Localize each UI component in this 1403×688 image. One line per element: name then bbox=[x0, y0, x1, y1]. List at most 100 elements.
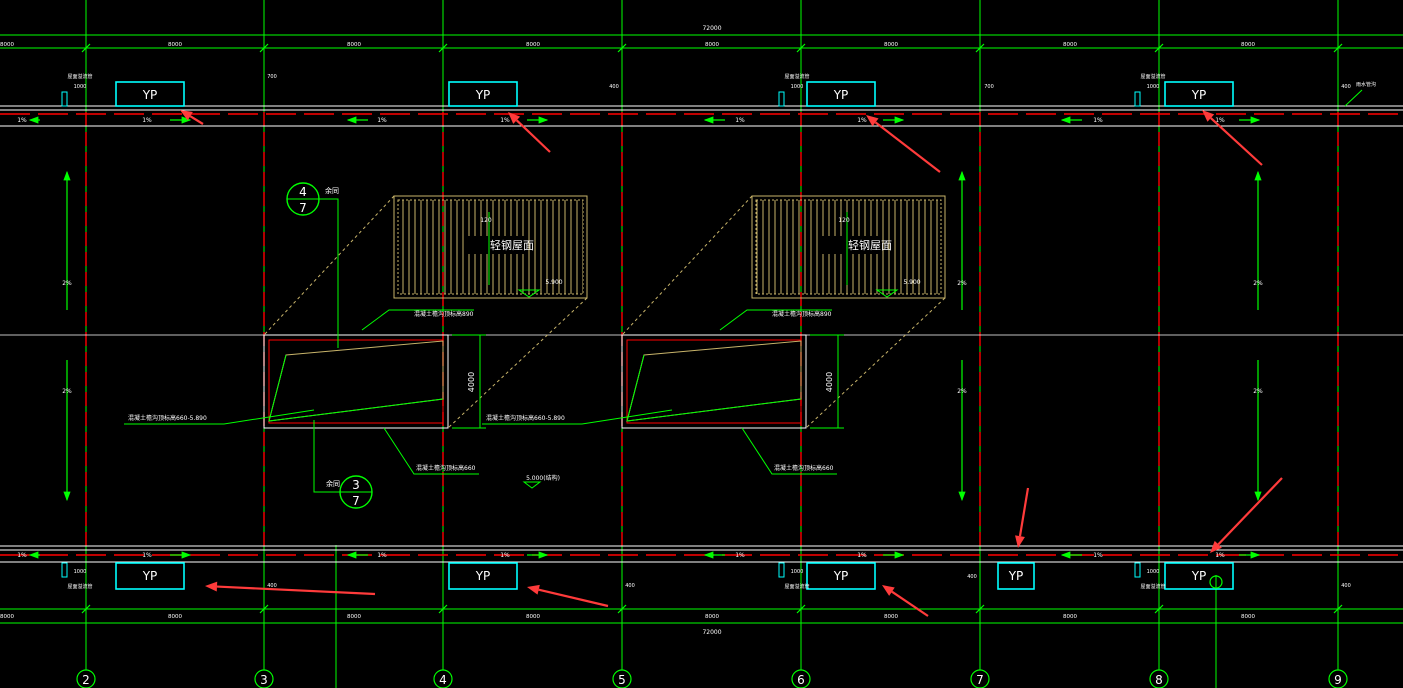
overflow-note: 屋面溢流管 bbox=[67, 73, 92, 80]
gutter-box-outer bbox=[621, 334, 807, 429]
gutter-slope-bottom-7: 1% bbox=[1215, 552, 1225, 559]
proj-line bbox=[621, 195, 753, 336]
structure-lines bbox=[0, 105, 1403, 563]
red-arrow-1 bbox=[508, 112, 551, 153]
red-arrow-head bbox=[866, 115, 879, 127]
downpipe-top-0 bbox=[115, 81, 185, 107]
overflow-pipe-top-2 bbox=[1134, 91, 1141, 107]
center-lines bbox=[0, 112, 1403, 556]
roof-label: 轻钢屋面 bbox=[490, 238, 534, 252]
red-arrow-shaft bbox=[1217, 477, 1283, 546]
offset-400: 400 bbox=[625, 583, 635, 589]
red-arrow-head bbox=[205, 581, 218, 592]
axis-label-3: 3 bbox=[260, 673, 268, 687]
dim-tick bbox=[438, 604, 448, 614]
dimension-lines: 7200072000800080008000800080008000800080… bbox=[0, 25, 1403, 636]
dim-tick bbox=[259, 43, 269, 53]
downpipe-label: YP bbox=[142, 569, 158, 583]
red-arrow-7 bbox=[1015, 487, 1030, 548]
red-arrow-0 bbox=[180, 110, 204, 125]
proj-line bbox=[805, 297, 946, 429]
label-backdrop bbox=[822, 236, 882, 254]
downpipe-top-2 bbox=[806, 81, 876, 107]
detail-sheet-bottom: 7 bbox=[352, 494, 360, 508]
downpipe-top-1 bbox=[448, 81, 518, 107]
dim-tick bbox=[796, 43, 806, 53]
offset-1000: 1000 bbox=[74, 84, 87, 90]
gutter-slope-bottom-4: 1% bbox=[735, 552, 745, 559]
skylight-1: 轻钢屋面1205.9004000混凝土檐沟顶标高890混凝土檐沟顶标高660-5… bbox=[482, 195, 946, 475]
red-arrow-3 bbox=[1202, 110, 1263, 166]
downpipe-bottom-4 bbox=[1164, 562, 1234, 590]
red-arrow-shaft bbox=[538, 588, 609, 608]
gutter-slope-bottom-5: 1% bbox=[857, 552, 867, 559]
offset-1000: 1000 bbox=[791, 84, 804, 90]
downpipe-label: YP bbox=[142, 88, 158, 102]
dim-total-bottom: 72000 bbox=[702, 629, 721, 636]
gutter-box-inner bbox=[626, 339, 802, 424]
dim-4000: 4000 bbox=[467, 372, 476, 392]
gutter-slope-top-3: 1% bbox=[500, 117, 510, 124]
rain-pipe-note: 雨水管沟 bbox=[1356, 81, 1376, 88]
axis-label-5: 5 bbox=[618, 673, 626, 687]
proj-line bbox=[447, 297, 588, 429]
axis-bubble-7 bbox=[970, 669, 990, 688]
axis-label-8: 8 bbox=[1155, 673, 1163, 687]
gutter-slope-bottom-3: 1% bbox=[500, 552, 510, 559]
gutter-slope-bottom-2: 1% bbox=[377, 552, 387, 559]
dim-bay-bottom-4: 8000 bbox=[884, 614, 898, 620]
dim-tick bbox=[617, 604, 627, 614]
offset-400: 400 bbox=[1341, 583, 1351, 589]
skylight-slope bbox=[268, 340, 444, 422]
dim-tick bbox=[1154, 604, 1164, 614]
overflow-pipe-bottom-1 bbox=[778, 562, 785, 578]
detail-leader-top bbox=[319, 198, 339, 348]
proj-line bbox=[263, 195, 395, 336]
detail-num-bottom: 3 bbox=[352, 478, 360, 492]
dim-tick bbox=[1333, 43, 1343, 53]
roof-slope-label: 2% bbox=[957, 388, 967, 395]
leader bbox=[719, 309, 832, 331]
offset-400: 400 bbox=[267, 583, 277, 589]
dim-bay-top-edge: 8000 bbox=[0, 42, 14, 48]
axis-bubble-2 bbox=[76, 669, 96, 688]
red-arrow-shaft bbox=[216, 585, 376, 596]
overflow-pipe-top-0 bbox=[61, 91, 68, 107]
dim-bay-top-3: 8000 bbox=[705, 42, 719, 48]
gutter-slope-top-7: 1% bbox=[1215, 117, 1225, 124]
overflow-note: 屋面溢流管 bbox=[784, 583, 809, 590]
red-arrow-head bbox=[527, 584, 540, 595]
overflow-note: 屋面溢流管 bbox=[1140, 73, 1165, 80]
elevation-mark: 5.000(结构) bbox=[526, 474, 560, 482]
leader bbox=[482, 409, 673, 425]
elev-5900: 5.900 bbox=[545, 279, 562, 286]
dim-bay-bottom-2: 8000 bbox=[526, 614, 540, 620]
downpipe-top-3 bbox=[1164, 81, 1234, 107]
downpipe-label: YP bbox=[1191, 569, 1207, 583]
offset-1000: 1000 bbox=[1147, 569, 1160, 575]
downpipe-label: YP bbox=[1191, 88, 1207, 102]
red-arrow-head bbox=[180, 110, 193, 121]
elev-mark bbox=[875, 289, 899, 298]
dim-bay-bottom-5: 8000 bbox=[1063, 614, 1077, 620]
dim-bay-top-5: 8000 bbox=[1063, 42, 1077, 48]
overflow-pipe-bottom-0 bbox=[61, 562, 68, 578]
gutter-slope-top-1: 1% bbox=[142, 117, 152, 124]
roof-slope-label: 2% bbox=[957, 280, 967, 287]
dim-bay-top-6: 8000 bbox=[1241, 42, 1255, 48]
slope-line bbox=[268, 398, 444, 422]
gutter-slope-top-0: 1% bbox=[17, 117, 27, 124]
dim-tick bbox=[1333, 604, 1343, 614]
overflow-pipe-top-1 bbox=[778, 91, 785, 107]
axis-label-2: 2 bbox=[82, 673, 90, 687]
overflow-note: 屋面溢流管 bbox=[1140, 583, 1165, 590]
elev-5900: 5.900 bbox=[903, 279, 920, 286]
red-arrow-8 bbox=[1210, 477, 1283, 553]
red-arrow-4 bbox=[205, 581, 376, 596]
detail-num-top: 4 bbox=[299, 185, 307, 199]
axis-bubble-4 bbox=[433, 669, 453, 688]
dim-tick bbox=[259, 604, 269, 614]
gutter-slope-bottom-0: 1% bbox=[17, 552, 27, 559]
red-arrow-shaft bbox=[874, 121, 941, 173]
